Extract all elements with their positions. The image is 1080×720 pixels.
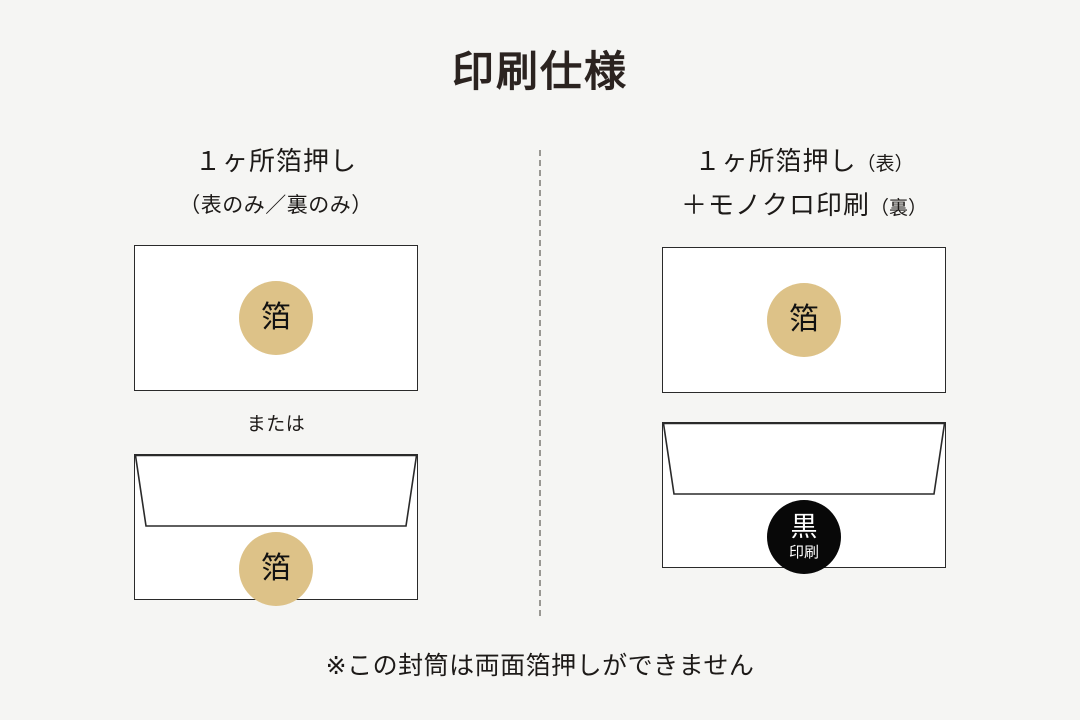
column-right-heading-line2-text: ＋モノクロ印刷 (680, 190, 870, 220)
mono-print-badge-sublabel: 印刷 (788, 544, 819, 561)
column-right-heading-line2: ＋モノクロ印刷（裏） (569, 192, 1039, 218)
footer-note: ※この封筒は両面箔押しができません (325, 652, 755, 680)
spec-column-left: １ヶ所箔押し （表のみ／裏のみ） 箔 または (41, 148, 511, 606)
foil-badge: 箔 (767, 283, 841, 357)
envelope-connector-left: または (41, 415, 511, 434)
column-divider (539, 150, 541, 616)
column-right-heading-line1-text: １ヶ所箔押し (694, 146, 857, 176)
envelope-left-back: 箔 (134, 454, 418, 606)
column-left-subtitle-text: （表のみ／裏のみ） (179, 194, 373, 217)
envelope-right-back: 黒 印刷 (662, 422, 946, 574)
envelope-flap-shape (134, 454, 418, 527)
spec-column-right: １ヶ所箔押し（表） ＋モノクロ印刷（裏） 箔 (569, 148, 1039, 574)
column-right-heading-line1: １ヶ所箔押し（表） (569, 148, 1039, 174)
mono-print-badge: 黒 印刷 (767, 500, 841, 574)
envelope-left-front: 箔 (134, 245, 418, 391)
column-left-heading-text: １ヶ所箔押し (194, 146, 357, 176)
envelope-flap (134, 454, 418, 600)
mono-print-badge-label: 黒 (790, 512, 818, 542)
column-right-heading-line1-paren: （表） (856, 154, 914, 175)
column-left-subtitle: （表のみ／裏のみ） (41, 195, 511, 216)
foil-badge-label: 箔 (261, 552, 291, 585)
column-left-heading: １ヶ所箔押し (41, 148, 511, 174)
foil-badge-label: 箔 (789, 303, 819, 336)
envelope-right-front: 箔 (662, 247, 946, 393)
envelope-flap-shape (662, 422, 946, 495)
column-right-heading-line2-paren: （裏） (870, 198, 928, 219)
envelope-flap (662, 422, 946, 568)
foil-badge: 箔 (239, 281, 313, 355)
foil-badge: 箔 (239, 532, 313, 606)
foil-badge-label: 箔 (261, 301, 291, 334)
spec-columns: １ヶ所箔押し （表のみ／裏のみ） 箔 または (0, 148, 1080, 628)
page-title: 印刷仕様 (451, 48, 628, 95)
envelope-connector-left-text: または (246, 414, 306, 435)
